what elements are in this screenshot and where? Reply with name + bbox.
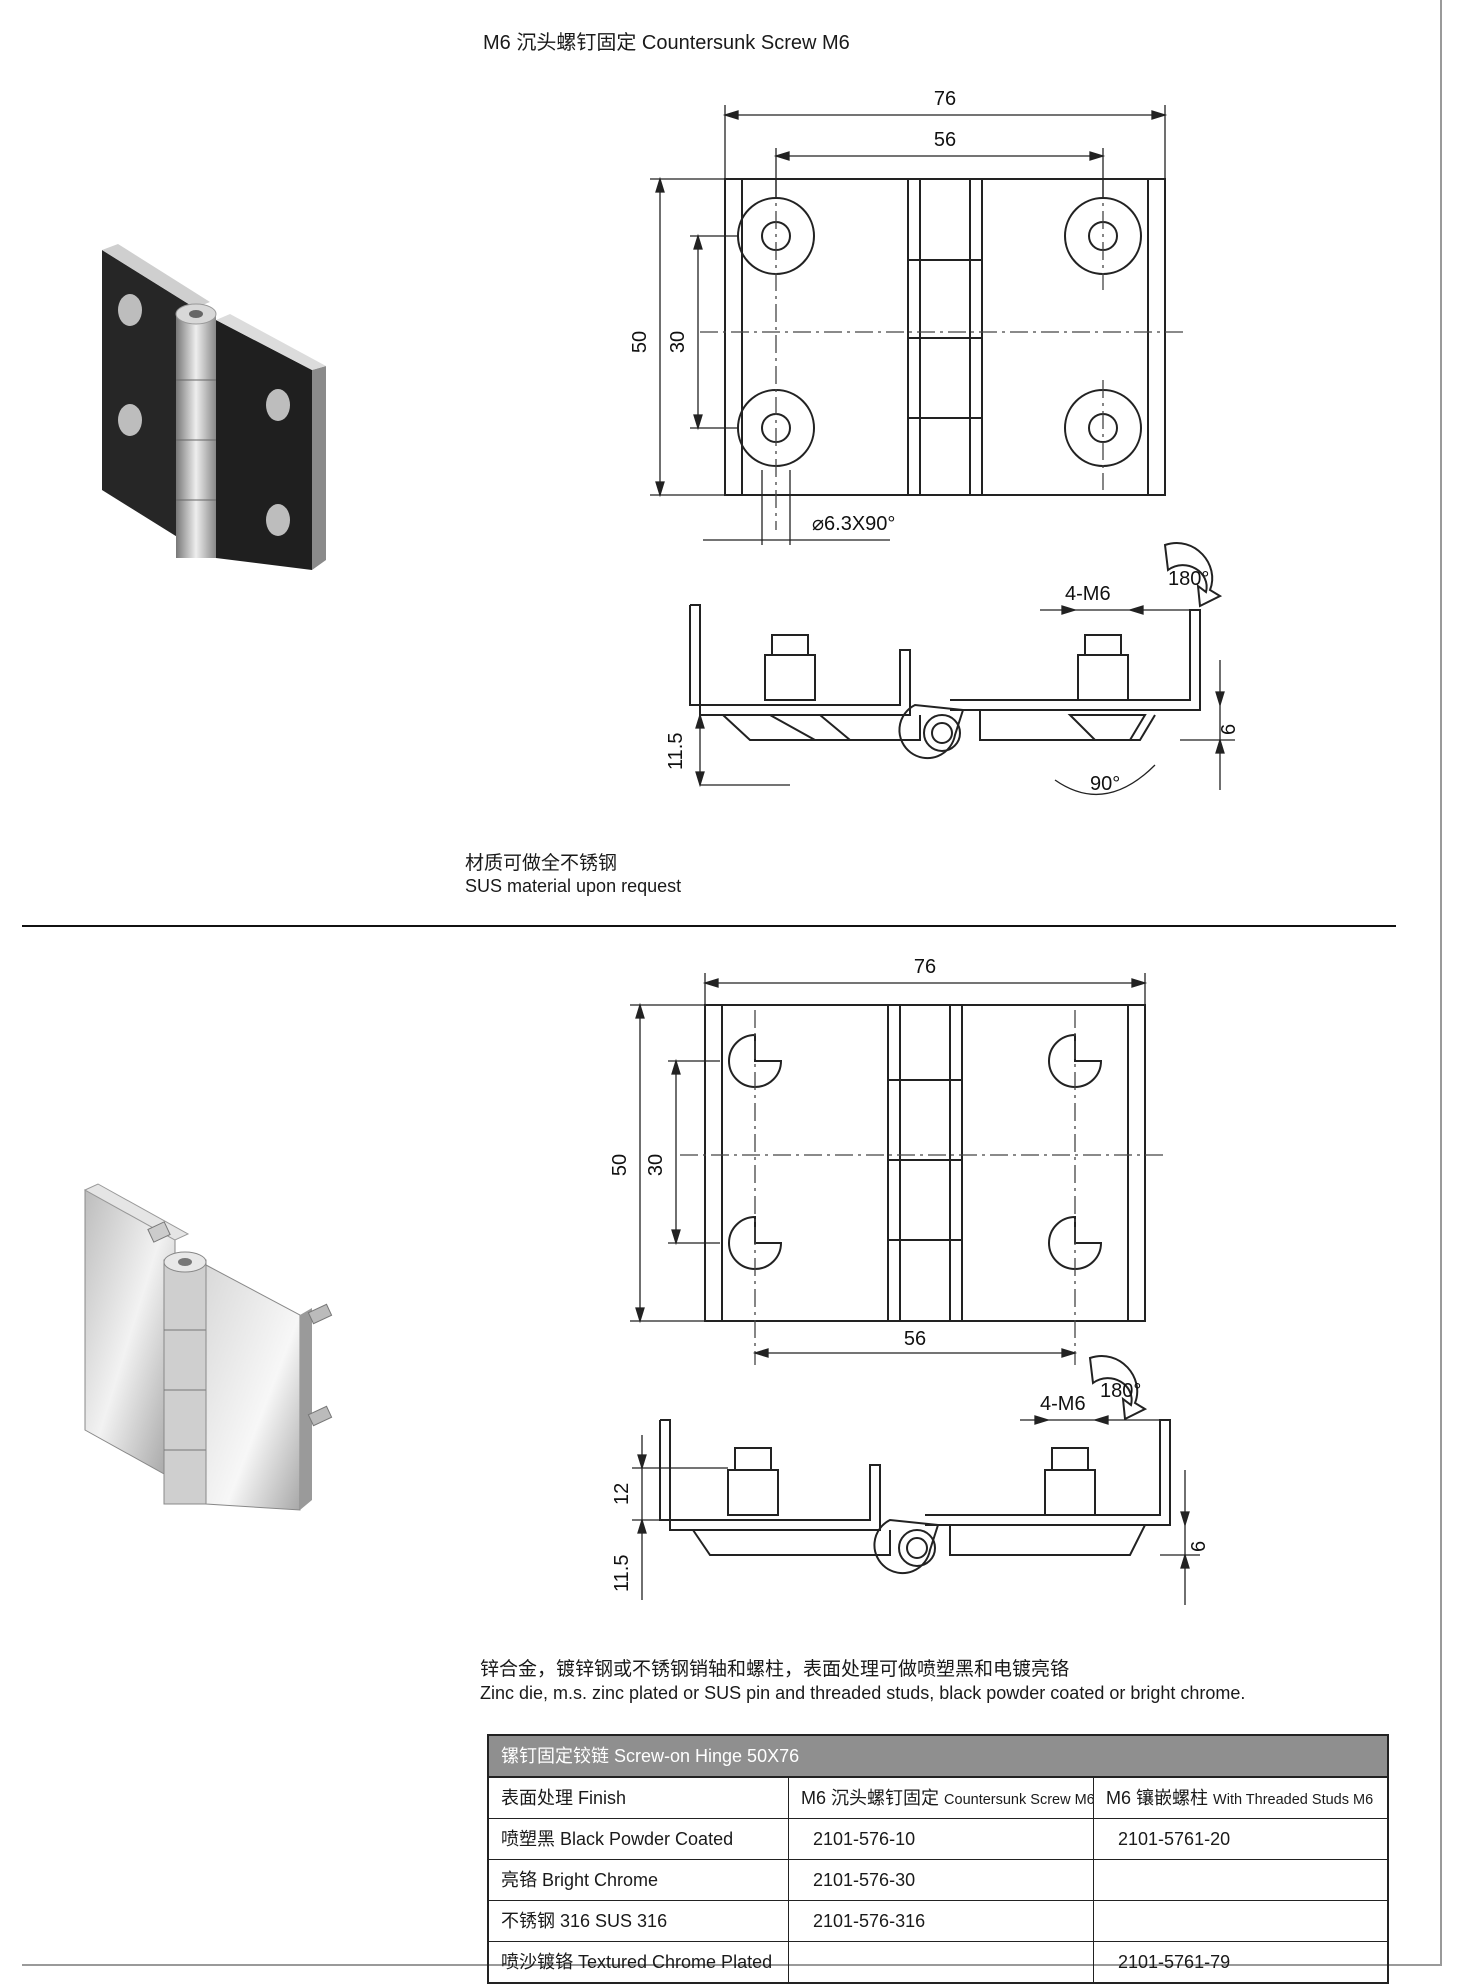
dim-height-total: 50 <box>629 331 651 353</box>
dim2-stud: 12 <box>611 1483 633 1505</box>
cell-countersunk: 2101-576-10 <box>789 1819 1094 1859</box>
dim-width-holes: 56 <box>934 129 956 151</box>
spec-table-header: 表面处理 Finish M6 沉头螺钉固定 Countersunk Screw … <box>489 1778 1387 1819</box>
dim2-height-total: 50 <box>609 1154 631 1176</box>
dim2-rotation: 180° <box>1100 1380 1141 1402</box>
cell-countersunk: 2101-576-30 <box>789 1860 1094 1900</box>
section2-note-cn: 锌合金，镀锌钢或不锈钢销轴和螺柱，表面处理可做喷塑黑和电镀亮铬 <box>480 1659 1070 1680</box>
dim2-plate: 6 <box>1188 1541 1210 1552</box>
cell-finish: 喷塑黑 Black Powder Coated <box>489 1819 789 1859</box>
header-finish: 表面处理 Finish <box>489 1778 789 1818</box>
dim2-thickness: 11.5 <box>611 1555 633 1592</box>
table-row: 亮铬 Bright Chrome 2101-576-30 <box>489 1860 1387 1901</box>
chrome-hinge-image <box>83 1183 333 1511</box>
cell-countersunk: 2101-576-316 <box>789 1901 1094 1941</box>
hinge-section-drawing-1: 11.5 6 4-M6 180° 90° <box>665 542 1240 796</box>
header-countersunk: M6 沉头螺钉固定 Countersunk Screw M6 <box>789 1778 1094 1818</box>
page-frame <box>22 0 1442 1966</box>
dim-thickness: 11.5 <box>665 733 687 770</box>
table-row: 喷塑黑 Black Powder Coated 2101-576-10 2101… <box>489 1819 1387 1860</box>
cell-countersunk <box>789 1942 1094 1982</box>
cell-finish: 不锈钢 316 SUS 316 <box>489 1901 789 1941</box>
dim-rotation: 180° <box>1168 568 1209 590</box>
cell-studs: 2101-5761-79 <box>1118 1952 1231 1972</box>
hinge-section-drawing-2: 12 11.5 6 4-M6 180° <box>611 1355 1210 1605</box>
spec-table: 镙钉固定铰链 Screw-on Hinge 50X76 表面处理 Finish … <box>487 1734 1389 1984</box>
black-hinge-image <box>102 244 326 570</box>
table-row: 不锈钢 316 SUS 316 2101-576-316 <box>489 1901 1387 1942</box>
dim-countersink: 90° <box>1090 773 1120 795</box>
section2-note-en: Zinc die, m.s. zinc plated or SUS pin an… <box>480 1683 1246 1703</box>
cell-finish: 喷沙镀铬 Textured Chrome Plated <box>489 1942 789 1982</box>
cell-studs <box>1094 1860 1387 1900</box>
dim2-thread: 4-M6 <box>1040 1393 1086 1415</box>
cell-studs: 2101-5761-20 <box>1118 1829 1231 1849</box>
cell-studs <box>1094 1901 1387 1941</box>
dim-height-holes: 30 <box>667 331 689 353</box>
table-row: 喷沙镀铬 Textured Chrome Plated 2101-5761-79 <box>489 1942 1387 1982</box>
dim-width-total: 76 <box>934 88 956 110</box>
cell-finish: 亮铬 Bright Chrome <box>489 1860 789 1900</box>
hinge-plan-drawing-2: 76 56 50 30 <box>609 956 1165 1365</box>
dim2-height-holes: 30 <box>645 1154 667 1176</box>
section-divider <box>22 925 1396 927</box>
dim2-width-total: 76 <box>914 956 936 978</box>
dim-hole: ⌀6.3X90° <box>812 513 895 535</box>
dim2-width-holes: 56 <box>904 1328 926 1350</box>
dim-thread: 4-M6 <box>1065 583 1111 605</box>
spec-table-title: 镙钉固定铰链 Screw-on Hinge 50X76 <box>489 1736 1387 1778</box>
hinge-plan-drawing-1: 76 56 50 30 ⌀6.3X90° <box>629 88 1185 545</box>
header-studs: M6 镶嵌螺柱 With Threaded Studs M6 <box>1106 1788 1374 1808</box>
section1-title: M6 沉头螺钉固定 Countersunk Screw M6 <box>483 32 850 54</box>
dim-plate: 6 <box>1218 724 1240 735</box>
section1-note-en: SUS material upon request <box>465 876 682 896</box>
section1-note-cn: 材质可做全不锈钢 <box>465 853 618 874</box>
